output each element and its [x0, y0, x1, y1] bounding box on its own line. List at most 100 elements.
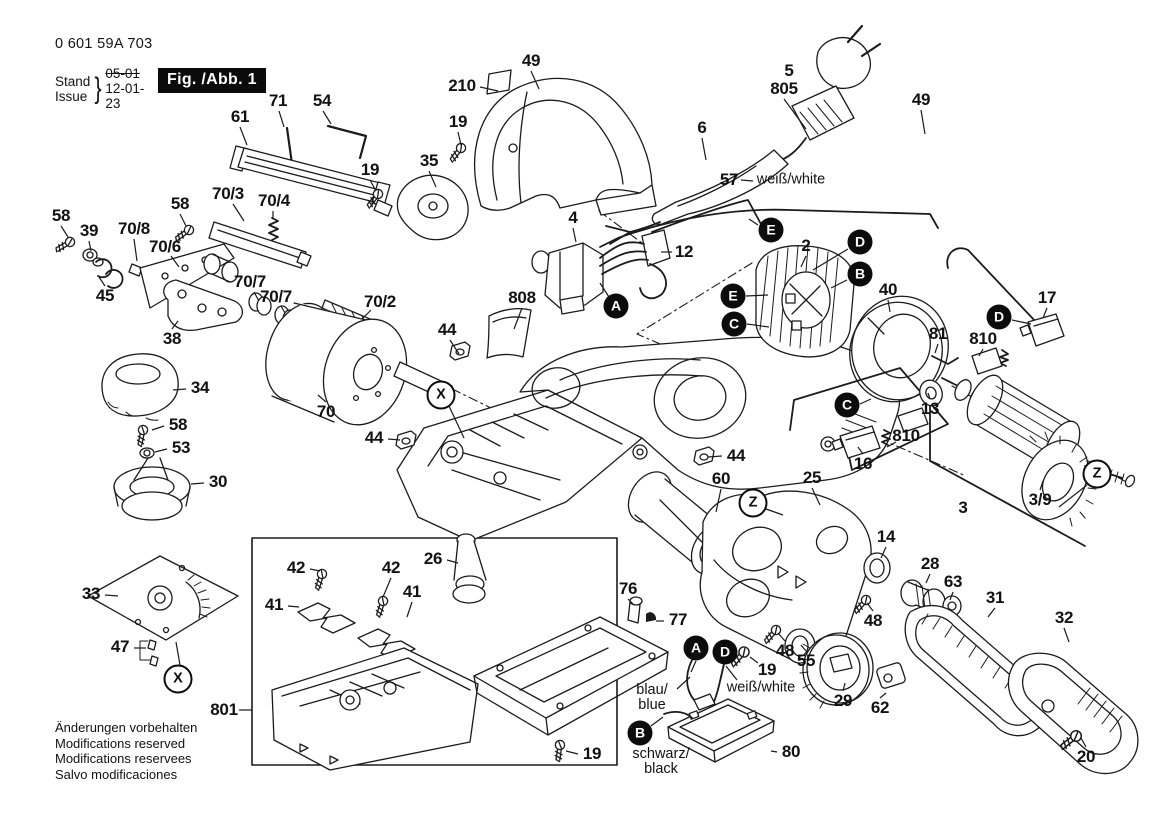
leader-line-49	[530, 70, 540, 90]
section-ref-X: X	[426, 380, 456, 410]
leader-line-A	[690, 660, 697, 673]
brush-gear-left	[789, 367, 949, 471]
wire-color-label-schwarz--black: schwarz/ black	[632, 745, 690, 777]
part-number-label-33: 33	[81, 584, 101, 604]
brush-gear-right	[931, 247, 1065, 375]
part-number-label-70: 70	[316, 402, 336, 422]
leader-line-32	[1063, 627, 1070, 643]
leader-line-55	[800, 644, 807, 652]
leader-line-19	[749, 656, 759, 664]
callout-badge-E: E	[720, 283, 746, 309]
part-number-label-32: 32	[1054, 608, 1074, 628]
legal-notice: Änderungen vorbehalten Modifications res…	[55, 720, 197, 782]
label-plate-210	[486, 69, 512, 95]
leader-line-70-8	[133, 238, 138, 262]
leader-line-19	[369, 179, 377, 192]
leader-line-62	[879, 692, 887, 699]
leader-line-31	[987, 607, 996, 618]
callout-badge-A: A	[603, 293, 629, 319]
callout-badge-B: B	[627, 720, 653, 746]
part-number-label-4: 4	[568, 208, 578, 228]
leader-line-70-2	[361, 309, 372, 320]
part-number-label-70-4: 70/4	[258, 191, 290, 211]
leader-line-44	[387, 438, 401, 441]
part-number-label-31: 31	[985, 588, 1005, 608]
wire-color-label-weiß-white: weiß/white	[726, 679, 796, 696]
part-number-label-42: 42	[381, 558, 401, 578]
part-number-label-62: 62	[870, 698, 890, 718]
leader-line-14	[880, 546, 887, 559]
part-number-label-801: 801	[210, 700, 238, 720]
leader-line-29	[842, 682, 846, 692]
section-ref-Z: Z	[738, 488, 768, 518]
leader-line-58	[179, 213, 187, 227]
leader-line-X	[175, 641, 181, 666]
leader-line-42	[382, 577, 392, 598]
leader-line-6	[701, 137, 707, 161]
part-number-label-58: 58	[51, 206, 71, 226]
leader-line-Z	[765, 508, 784, 516]
guard-sheet-808	[486, 308, 532, 359]
leader-line-30	[190, 482, 205, 485]
leader-line-63	[949, 591, 954, 601]
leader-line-70	[317, 394, 327, 403]
stand-label: Stand	[55, 73, 91, 89]
leader-line-210	[479, 86, 499, 92]
part-number-label-3-9: 3/9	[1028, 490, 1052, 510]
part-number-label-810: 810	[892, 426, 920, 446]
part-number-label-70-6: 70/6	[149, 237, 181, 257]
part-number-label-48: 48	[863, 611, 883, 631]
part-number-label-210: 210	[448, 76, 476, 96]
leader-line-58	[151, 425, 165, 431]
part-number-label-41: 41	[264, 595, 284, 615]
leader-line-39	[88, 240, 92, 252]
leader-line-34	[172, 388, 187, 391]
leader-line-19	[457, 131, 462, 146]
callout-badge-A: A	[683, 635, 709, 661]
wire-color-label-weiß-white: weiß/white	[756, 171, 826, 188]
leader-line-44	[449, 339, 460, 355]
part-number-label-70-7: 70/7	[260, 287, 292, 307]
brace-glyph: }	[94, 71, 102, 105]
leader-line-C	[859, 398, 872, 405]
leader-line-80	[770, 750, 778, 753]
part-number-label-58: 58	[168, 415, 188, 435]
part-number-label-49: 49	[911, 90, 931, 110]
hex-key-set	[285, 124, 368, 166]
part-number-label-71: 71	[268, 91, 288, 111]
rear-tray-80	[663, 659, 775, 763]
part-number-label-44: 44	[437, 320, 457, 340]
leader-line-2	[800, 255, 807, 268]
leader-line-20	[1080, 737, 1087, 748]
part-number-label-60: 60	[711, 469, 731, 489]
issue-label: Issue	[55, 88, 88, 104]
leader-line-44	[707, 455, 723, 458]
leader-line-810	[978, 348, 984, 357]
part-number-label-81: 81	[928, 324, 948, 344]
part-number-label-57: 57	[719, 170, 739, 190]
part-number-label-44: 44	[726, 446, 746, 466]
bearing-flange-40	[849, 295, 949, 403]
callout-badge-D: D	[712, 639, 738, 665]
sole-plate-tray	[473, 596, 669, 763]
leader-line-33	[104, 594, 119, 597]
leader-line-49	[920, 109, 926, 135]
part-number-label-26: 26	[423, 549, 443, 569]
leader-line-D	[1011, 319, 1032, 325]
leader-line-48	[866, 602, 874, 612]
part-number-label-805: 805	[770, 79, 798, 99]
callout-badge-E: E	[758, 217, 784, 243]
part-number-label-76: 76	[618, 579, 638, 599]
part-number-label-16: 16	[853, 454, 873, 474]
armature	[941, 374, 1136, 527]
callout-badge-C: C	[834, 392, 860, 418]
leader-line-810	[886, 441, 897, 448]
knob-assembly	[101, 353, 191, 521]
part-number-label-19: 19	[448, 112, 468, 132]
part-number-label-58: 58	[170, 194, 190, 214]
front-handle-cover	[474, 77, 657, 216]
power-cord-set	[605, 24, 882, 245]
